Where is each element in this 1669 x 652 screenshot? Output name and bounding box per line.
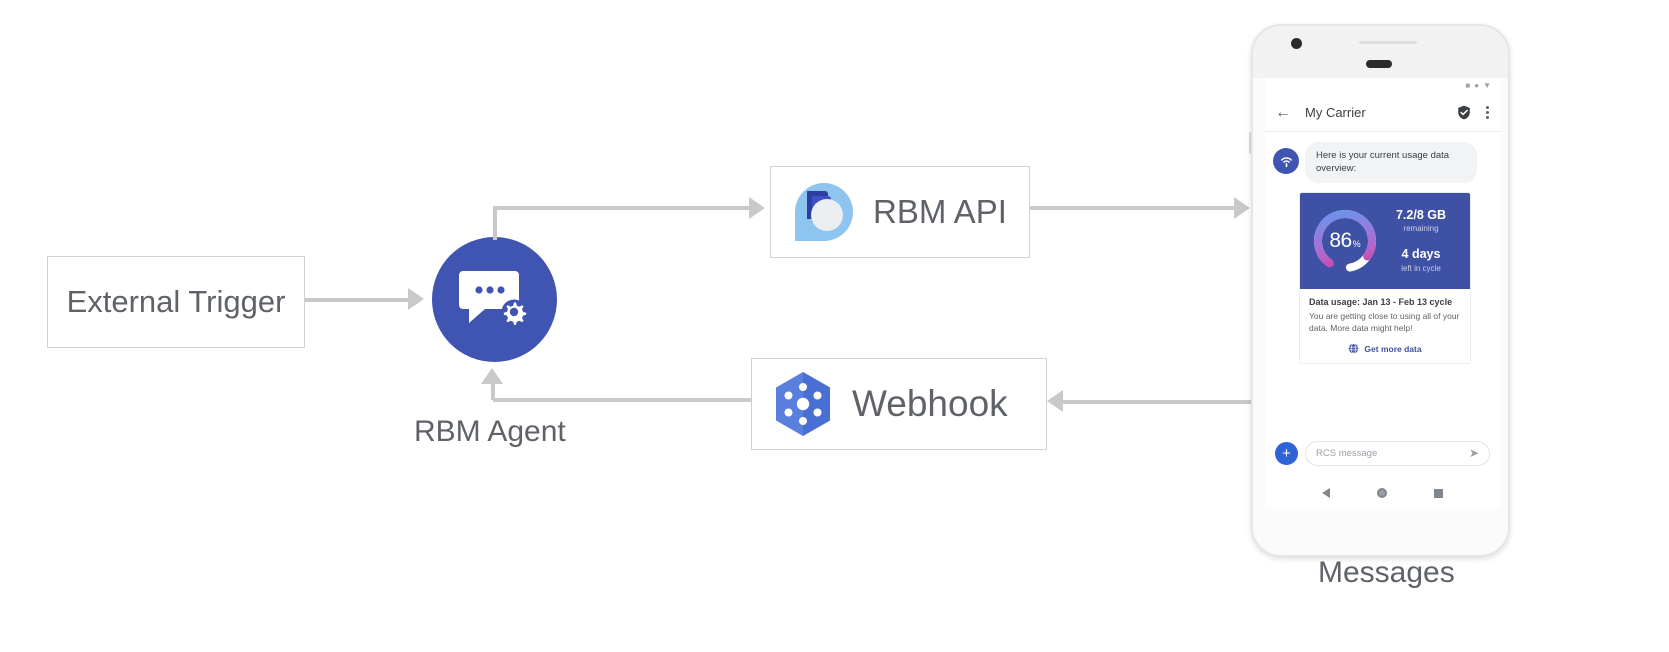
data-usage-gauge: 86 % xyxy=(1310,206,1380,276)
rbm-agent-node[interactable] xyxy=(432,237,557,362)
stat-remaining-value: 7.2/8 GB xyxy=(1395,207,1447,222)
verified-shield-icon[interactable] xyxy=(1457,105,1471,120)
back-arrow-icon[interactable]: ← xyxy=(1275,103,1291,121)
android-nav-bar xyxy=(1265,478,1500,508)
connector-api-to-device xyxy=(1030,206,1234,210)
rbm-api-label: RBM API xyxy=(873,193,1007,230)
phone-sensor-bar xyxy=(1359,41,1417,44)
incoming-message-bubble: Here is your current usage data overview… xyxy=(1305,142,1477,183)
conversation-area: Here is your current usage data overview… xyxy=(1265,132,1500,450)
arrowhead-agent-to-api xyxy=(749,197,765,219)
connector-trigger-to-agent xyxy=(305,298,408,302)
message-row: Here is your current usage data overview… xyxy=(1273,142,1492,183)
messages-device-label: Messages xyxy=(1318,556,1455,589)
chat-gear-icon xyxy=(458,270,526,325)
get-more-data-label: Get more data xyxy=(1364,343,1422,354)
webhook-node[interactable]: Webhook xyxy=(751,358,1047,450)
phone-screen: ■ ● ▼ ← My Carrier xyxy=(1265,78,1500,508)
stat-spacer xyxy=(1382,234,1460,247)
arrowhead-api-to-device xyxy=(1234,197,1250,219)
phone-device: ■ ● ▼ ← My Carrier xyxy=(1251,24,1510,557)
rbm-api-logo-icon xyxy=(795,183,853,241)
nav-recents-icon[interactable] xyxy=(1433,488,1443,498)
carrier-signal-avatar-icon xyxy=(1273,148,1299,174)
arrowhead-device-to-webhook xyxy=(1047,390,1063,412)
signal-tower-glyph-icon xyxy=(1280,156,1292,167)
card-title: Data usage: Jan 13 - Feb 13 cycle xyxy=(1309,296,1453,307)
connector-agent-to-api xyxy=(493,206,749,210)
phone-camera-icon xyxy=(1291,38,1302,49)
gauge-value-unit: % xyxy=(1352,239,1361,250)
external-trigger-node[interactable]: External Trigger xyxy=(47,256,305,348)
cloud-functions-hexagon-icon xyxy=(776,372,830,436)
stat-days-value: 4 days xyxy=(1401,247,1441,262)
message-composer: + RCS message ➤ xyxy=(1265,432,1500,474)
card-body: Data usage: Jan 13 - Feb 13 cycle You ar… xyxy=(1300,289,1470,363)
rcs-message-input[interactable]: RCS message ➤ xyxy=(1305,440,1490,466)
plus-icon[interactable]: + xyxy=(1275,441,1298,465)
send-icon[interactable]: ➤ xyxy=(1468,446,1479,460)
stat-days-label: left in cycle xyxy=(1401,264,1441,274)
phone-speaker xyxy=(1366,60,1392,68)
nav-back-icon[interactable] xyxy=(1322,488,1331,498)
gauge-value-number: 86 xyxy=(1329,228,1352,252)
connector-webhook-up xyxy=(491,384,495,400)
status-bar: ■ ● ▼ xyxy=(1265,78,1500,94)
gauge-arc-icon xyxy=(1314,209,1376,272)
connector-agent-up xyxy=(493,206,497,240)
wifi-dot-icon: ● xyxy=(1474,81,1480,90)
rbm-agent-label: RBM Agent xyxy=(414,415,566,448)
webhook-label: Webhook xyxy=(852,383,1008,424)
rich-card[interactable]: 86 % 7.2/8 GB remaining 4 days left in c… xyxy=(1299,191,1471,365)
app-bar: ← My Carrier xyxy=(1265,94,1500,132)
arrowhead-webhook-to-agent xyxy=(481,368,503,384)
signal-icon: ■ xyxy=(1465,81,1471,90)
overflow-menu-icon[interactable] xyxy=(1482,104,1490,121)
external-trigger-label: External Trigger xyxy=(66,284,286,319)
nav-home-icon[interactable] xyxy=(1376,488,1387,498)
card-description: You are getting close to using all of yo… xyxy=(1309,310,1460,334)
gauge-readout: 86 % xyxy=(1310,206,1380,276)
rcs-message-placeholder: RCS message xyxy=(1316,447,1378,459)
arrowhead-trigger-to-agent xyxy=(408,288,424,310)
phone-top-chrome xyxy=(1253,26,1508,78)
battery-icon: ▼ xyxy=(1483,81,1491,90)
hero-stats: 7.2/8 GB remaining 4 days left in cycle xyxy=(1382,208,1460,275)
app-bar-title: My Carrier xyxy=(1305,105,1366,120)
globe-icon xyxy=(1349,343,1359,354)
stat-remaining-label: remaining xyxy=(1403,224,1439,234)
connector-device-to-webhook xyxy=(1063,400,1252,404)
rbm-api-node[interactable]: RBM API xyxy=(770,166,1030,258)
get-more-data-button[interactable]: Get more data xyxy=(1309,343,1461,354)
card-hero: 86 % 7.2/8 GB remaining 4 days left in c… xyxy=(1300,192,1470,289)
app-bar-actions xyxy=(1457,104,1490,121)
connector-webhook-to-agent xyxy=(493,398,751,402)
